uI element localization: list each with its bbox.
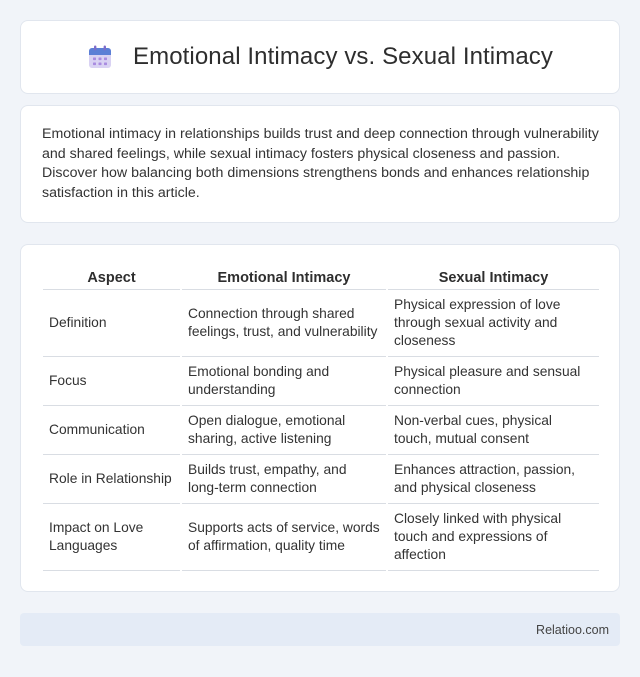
emotional-cell: Supports acts of service, words of affir…: [182, 504, 386, 571]
aspect-cell: Impact on Love Languages: [43, 504, 180, 571]
title-wrap: Emotional Intimacy vs. Sexual Intimacy: [87, 43, 553, 71]
site-credit-link[interactable]: Relatioo.com: [536, 622, 609, 637]
header-aspect: Aspect: [43, 265, 180, 290]
intro-paragraph: Emotional intimacy in relationships buil…: [42, 126, 599, 201]
emotional-cell: Builds trust, empathy, and long-term con…: [182, 455, 386, 504]
sexual-cell: Physical expression of love through sexu…: [388, 290, 599, 357]
header-emotional-intimacy: Emotional Intimacy: [182, 265, 386, 290]
table-row: Communication Open dialogue, emotional s…: [43, 406, 599, 455]
page-title: Emotional Intimacy vs. Sexual Intimacy: [133, 43, 553, 70]
aspect-cell: Definition: [43, 290, 180, 357]
sexual-cell: Non-verbal cues, physical touch, mutual …: [388, 406, 599, 455]
aspect-cell: Role in Relationship: [43, 455, 180, 504]
table-row: Focus Emotional bonding and understandin…: [43, 357, 599, 406]
emotional-cell: Connection through shared feelings, trus…: [182, 290, 386, 357]
table-row: Role in Relationship Builds trust, empat…: [43, 455, 599, 504]
header-sexual-intimacy: Sexual Intimacy: [388, 265, 599, 290]
emotional-cell: Emotional bonding and understanding: [182, 357, 386, 406]
comparison-table: Aspect Emotional Intimacy Sexual Intimac…: [41, 265, 601, 571]
table-header-row: Aspect Emotional Intimacy Sexual Intimac…: [43, 265, 599, 290]
title-card: Emotional Intimacy vs. Sexual Intimacy: [20, 20, 620, 94]
intro-card: Emotional intimacy in relationships buil…: [20, 105, 620, 223]
emotional-cell: Open dialogue, emotional sharing, active…: [182, 406, 386, 455]
table-row: Impact on Love Languages Supports acts o…: [43, 504, 599, 571]
sexual-cell: Physical pleasure and sensual connection: [388, 357, 599, 406]
sexual-cell: Enhances attraction, passion, and physic…: [388, 455, 599, 504]
calendar-icon: [89, 45, 112, 68]
comparison-card: Aspect Emotional Intimacy Sexual Intimac…: [20, 244, 620, 592]
aspect-cell: Communication: [43, 406, 180, 455]
table-row: Definition Connection through shared fee…: [43, 290, 599, 357]
sexual-cell: Closely linked with physical touch and e…: [388, 504, 599, 571]
aspect-cell: Focus: [43, 357, 180, 406]
footer-bar: Relatioo.com: [20, 613, 620, 646]
